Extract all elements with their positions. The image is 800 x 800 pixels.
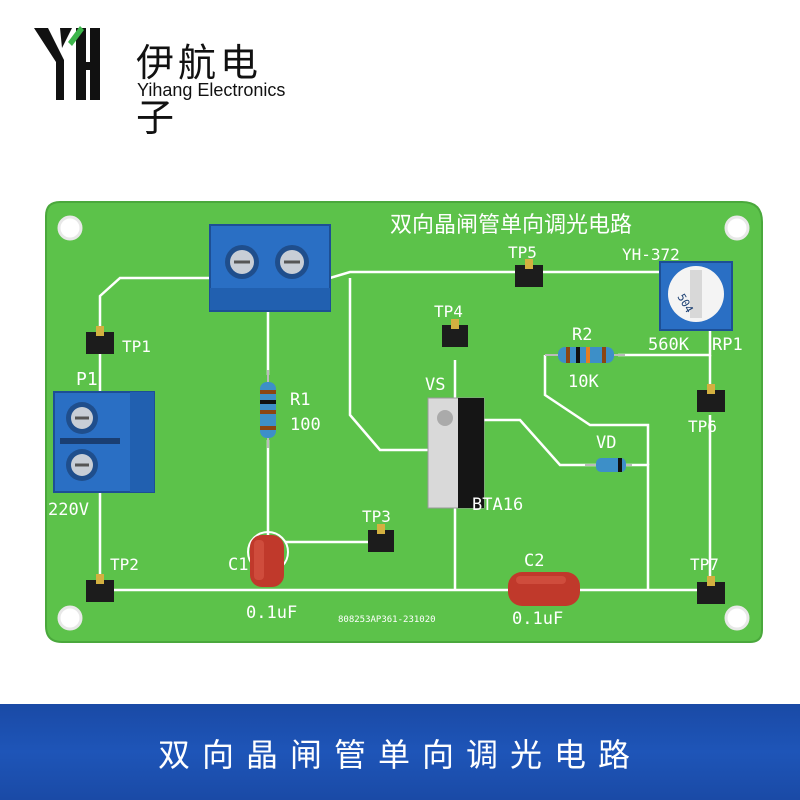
- tp3-label: TP3: [362, 507, 391, 526]
- tp5-test-point: [515, 259, 543, 287]
- c2-capacitor: [508, 572, 580, 606]
- r1-label: R1: [290, 390, 310, 410]
- vd-label: VD: [596, 433, 616, 453]
- p1-label: P1: [76, 369, 98, 390]
- tp6-test-point: [697, 384, 725, 412]
- vs-label: VS: [425, 375, 445, 395]
- mount-hole-icon: [724, 215, 750, 241]
- mount-hole-icon: [724, 605, 750, 631]
- r2-resistor: [545, 347, 625, 363]
- mount-hole-icon: [57, 215, 83, 241]
- tp1-test-point: [86, 326, 114, 354]
- board-title: 双向晶闸管单向调光电路: [390, 213, 632, 238]
- board-serial: 808253AP361-231020: [338, 615, 436, 625]
- footer-banner: 双向晶闸管单向调光电路: [0, 704, 800, 800]
- tp2-test-point: [86, 574, 114, 602]
- tp5-label: TP5: [508, 243, 537, 262]
- c2-label: C2: [524, 551, 544, 571]
- tp2-label: TP2: [110, 555, 139, 574]
- brand-name-cn: 伊航电子: [136, 41, 263, 140]
- top-terminal-block: [209, 224, 331, 312]
- r1-value: 100: [290, 415, 321, 435]
- tp4-label: TP4: [434, 302, 463, 321]
- vs-triac: [427, 397, 485, 509]
- c2-value: 0.1uF: [512, 609, 563, 629]
- tp1-label: TP1: [122, 337, 151, 356]
- tp4-test-point: [442, 319, 468, 347]
- c1-value: 0.1uF: [246, 603, 297, 623]
- board-model: YH-372: [622, 245, 680, 264]
- r2-value: 10K: [568, 372, 599, 392]
- footer-title: 双向晶闸管单向调光电路: [157, 736, 642, 774]
- tp7-label: TP7: [690, 555, 719, 574]
- tp6-label: TP6: [688, 417, 717, 436]
- brand-name-en: Yihang Electronics: [137, 80, 286, 100]
- p1-terminal-block: [53, 391, 155, 493]
- brand-header: 伊航电子 Yihang Electronics: [32, 22, 292, 140]
- tp3-test-point: [368, 524, 394, 552]
- mount-hole-icon: [57, 605, 83, 631]
- c1-capacitor: [247, 531, 289, 587]
- tp7-test-point: [697, 576, 725, 604]
- r2-label: R2: [572, 325, 592, 345]
- triac-part-label: BTA16: [472, 495, 523, 515]
- rp1-value: 560K: [648, 335, 690, 355]
- c1-label: C1: [228, 555, 248, 575]
- voltage-label: 220V: [48, 500, 89, 520]
- yihang-logo-icon: [34, 26, 100, 100]
- rp1-potentiometer: [659, 261, 733, 331]
- circuit-traces: [98, 262, 712, 592]
- r1-resistor: [260, 370, 276, 448]
- rp1-label: RP1: [712, 335, 743, 355]
- vd-diode: [585, 458, 632, 472]
